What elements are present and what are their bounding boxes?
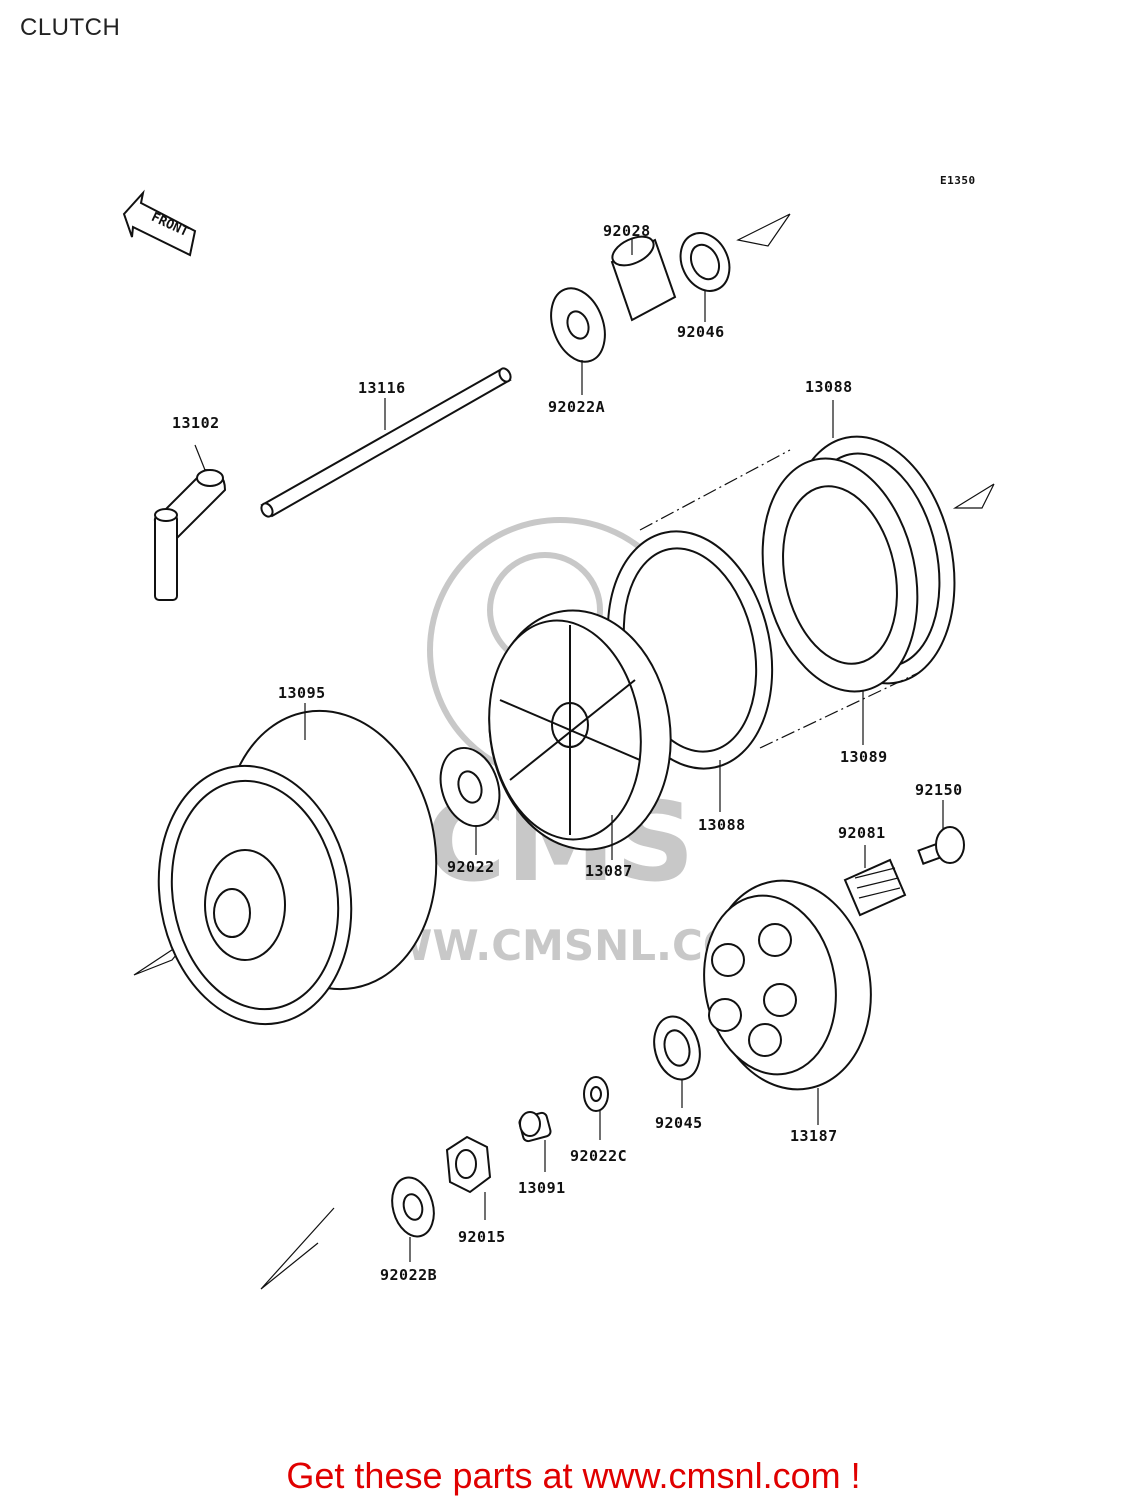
part-92022C-washer[interactable] — [583, 1076, 609, 1140]
label-92015[interactable]: 92015 — [458, 1228, 506, 1246]
label-13187[interactable]: 13187 — [790, 1127, 838, 1145]
label-13088-bottom[interactable]: 13088 — [698, 816, 746, 834]
part-13187-pressure-plate[interactable] — [690, 868, 887, 1125]
label-92022[interactable]: 92022 — [447, 858, 495, 876]
page-title: CLUTCH — [20, 14, 121, 41]
part-13116-push-rod[interactable] — [259, 366, 513, 518]
label-13091[interactable]: 13091 — [518, 1179, 566, 1197]
part-92015-nut[interactable] — [445, 1135, 492, 1220]
label-13089[interactable]: 13089 — [840, 748, 888, 766]
label-13116[interactable]: 13116 — [358, 379, 406, 397]
part-92081-spring[interactable] — [843, 845, 907, 917]
label-92022C[interactable]: 92022C — [570, 1147, 627, 1165]
label-13087[interactable]: 13087 — [585, 862, 633, 880]
part-13089-steel-plate[interactable] — [742, 444, 938, 745]
label-13095[interactable]: 13095 — [278, 684, 326, 702]
part-13087-clutch-hub[interactable] — [474, 599, 686, 862]
part-92045-ball-bearing[interactable] — [647, 1011, 706, 1108]
part-92028-collar[interactable] — [608, 231, 677, 322]
direction-arrow-right-icon — [952, 483, 995, 509]
label-92045[interactable]: 92045 — [655, 1114, 703, 1132]
label-92150[interactable]: 92150 — [915, 781, 963, 799]
label-92022B[interactable]: 92022B — [380, 1266, 437, 1284]
label-92028[interactable]: 92028 — [603, 222, 651, 240]
part-92046-needle-bearing[interactable] — [671, 225, 738, 322]
direction-arrow-bottom-icon — [260, 1207, 335, 1290]
part-92022-washer[interactable] — [431, 740, 509, 855]
part-13102-lever-shaft[interactable] — [153, 444, 227, 601]
label-13088-top[interactable]: 13088 — [805, 378, 853, 396]
part-92150-bolt[interactable] — [917, 800, 965, 865]
cta-link[interactable]: Get these parts at www.cmsnl.com ! — [286, 1455, 861, 1496]
label-92046[interactable]: 92046 — [677, 323, 725, 341]
front-arrow-icon: FRONT — [122, 189, 197, 257]
part-92022A-washer[interactable] — [542, 281, 615, 395]
diagram-code: E1350 — [940, 174, 976, 187]
label-13102[interactable]: 13102 — [172, 414, 220, 432]
direction-arrow-top-icon — [736, 213, 791, 247]
part-92022B-lock-washer[interactable] — [386, 1173, 440, 1262]
part-13091-spacer[interactable] — [518, 1111, 552, 1172]
assembly-centerlines — [639, 449, 921, 749]
label-92081[interactable]: 92081 — [838, 824, 886, 842]
part-13095-clutch-housing[interactable] — [139, 694, 458, 1040]
label-92022A[interactable]: 92022A — [548, 398, 605, 416]
